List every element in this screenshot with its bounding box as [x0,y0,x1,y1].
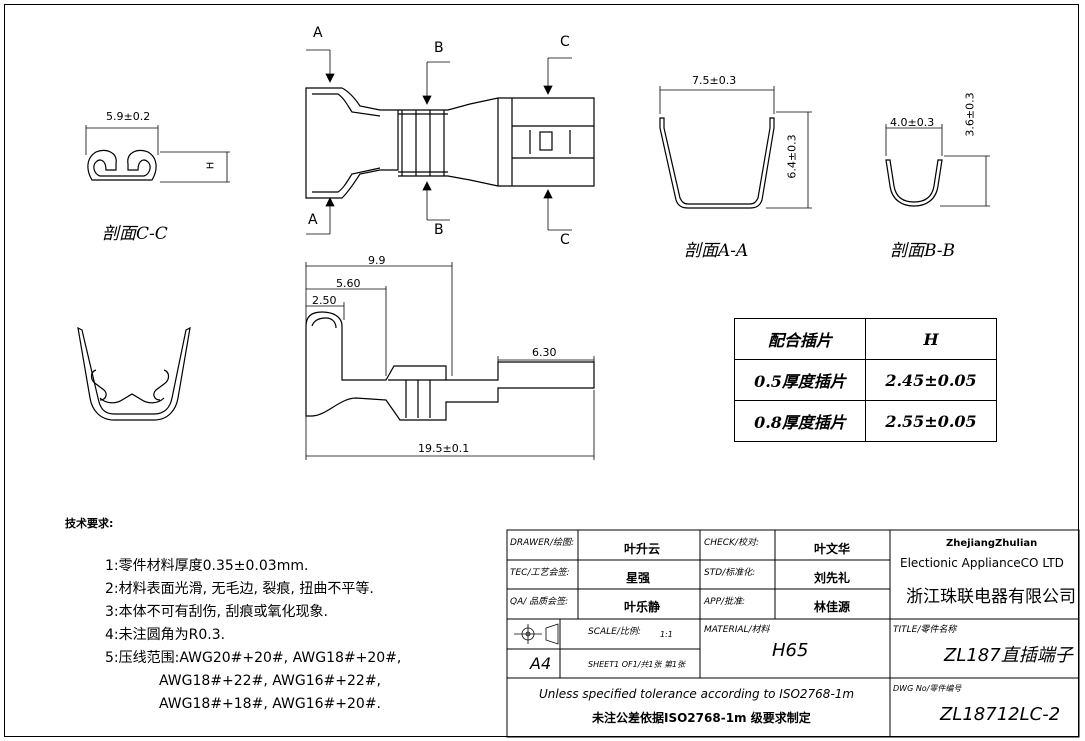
part-title: ZL187直插端子 [944,645,1073,666]
note-item: AWG18#+22#, AWG16#+22#, [159,673,381,689]
marker-c-top: C [560,34,570,50]
title-block-grid [506,529,1080,738]
notes-heading: 技术要求: [65,517,114,530]
mating-row-value: 2.55±0.05 [865,400,997,442]
caption-section-aa: 剖面A-A [684,241,749,261]
mating-tab-table: 配合插片 H 0.5厚度插片 2.45±0.05 0.8厚度插片 2.55±0.… [734,318,997,442]
check-value: 叶文华 [814,542,851,556]
dim-2-50: 2.50 [312,294,337,307]
dim-aa-width: 7.5±0.3 [692,74,737,87]
section-bb-profile [885,159,943,207]
std-label: STD/标准化: [704,568,756,578]
mating-table-header: 配合插片 H [734,318,997,360]
mating-row-value: 2.45±0.05 [865,359,997,401]
material-value: H65 [772,640,809,661]
company-en-line2: Electionic ApplianceCO LTD [900,556,1064,570]
dim-cc-height: H [205,161,217,170]
marker-c-bottom: C [560,232,570,248]
section-cc-dims [85,125,230,183]
scale-label: SCALE/比例: [588,627,641,637]
drawer-label: DRAWER/绘图: [510,538,575,548]
section-aa-dims [659,86,812,209]
drawer-value: 叶升云 [624,542,661,556]
drawing-number: ZL18712LC-2 [940,704,1061,725]
technical-notes: 技术要求: 1:零件材料厚度0.35±0.03mm. 2:材料表面光滑, 无毛边… [65,515,401,716]
mating-header-tab: 配合插片 [734,318,866,360]
dim-total-length: 19.5±0.1 [418,442,470,455]
dim-9-9: 9.9 [368,254,386,267]
marker-a-top: A [313,25,323,41]
projection-symbol [514,623,559,645]
std-value: 刘先礼 [814,571,851,585]
mating-table-row: 0.5厚度插片 2.45±0.05 [734,359,997,401]
mating-row-tab: 0.5厚度插片 [734,359,866,401]
marker-a-bottom: A [308,212,318,228]
company-en-line1: ZhejiangZhulian [946,538,1038,549]
section-markers [306,49,572,235]
paper-size: A4 [530,654,552,673]
company-cn: 浙江珠联电器有限公司 [906,587,1076,607]
mating-table-row: 0.8厚度插片 2.55±0.05 [734,400,997,442]
dim-5-60: 5.60 [336,277,361,290]
note-item: 4:未注圆角为R0.3. [105,627,226,643]
tec-label: TEC/工艺会签: [510,568,570,578]
marker-b-bottom: B [434,222,444,238]
title-label: TITLE/零件名称 [893,625,957,635]
sheet-label: SHEET1 OF1/共1张 第1张 [588,660,686,669]
section-aa-profile [659,117,775,209]
note-item: AWG18#+18#, AWG16#+20#. [159,696,381,712]
mating-header-h: H [865,318,997,360]
dim-aa-height: 6.4±0.3 [785,134,799,179]
caption-section-bb: 剖面B-B [890,241,956,261]
mating-row-tab: 0.8厚度插片 [734,400,866,442]
material-label: MATERIAL/材料 [704,625,770,635]
side-elevation [305,311,595,421]
app-value: 林佳源 [814,600,851,614]
tec-value: 星强 [626,571,651,585]
caption-section-cc: 剖面C-C [102,224,168,244]
tolerance-note-en: Unless specified tolerance according to … [539,687,855,701]
marker-b-top: B [434,40,444,56]
app-label: APP/批准: [704,597,746,607]
front-view-profile [77,326,191,421]
check-label: CHECK/校对: [704,538,759,548]
dim-cc-width: 5.9±0.2 [106,110,151,123]
note-item: 1:零件材料厚度0.35±0.03mm. [105,558,309,574]
note-item: 2:材料表面光滑, 无毛边, 裂痕, 扭曲不平等. [105,581,374,597]
dwg-label: DWG No/零件编号 [893,684,962,693]
dim-bb-width: 4.0±0.3 [890,116,935,129]
main-top-view [305,87,595,199]
section-bb-dims [885,124,990,207]
dim-6-30: 6.30 [532,346,557,359]
side-elevation-dims [305,262,595,460]
section-cc-profile [87,149,157,181]
scale-value: 1:1 [660,630,673,639]
note-item: 3:本体不可有刮伤, 刮痕或氧化现象. [105,604,328,620]
qa-label: QA/ 品质会签: [510,597,569,607]
qa-value: 叶乐静 [624,600,661,614]
tolerance-note-cn: 未注公差依据ISO2768-1m 级要求制定 [592,711,811,725]
dim-bb-height: 3.6±0.3 [963,92,977,137]
note-item: 5:压线范围:AWG20#+20#, AWG18#+20#, [105,650,402,666]
